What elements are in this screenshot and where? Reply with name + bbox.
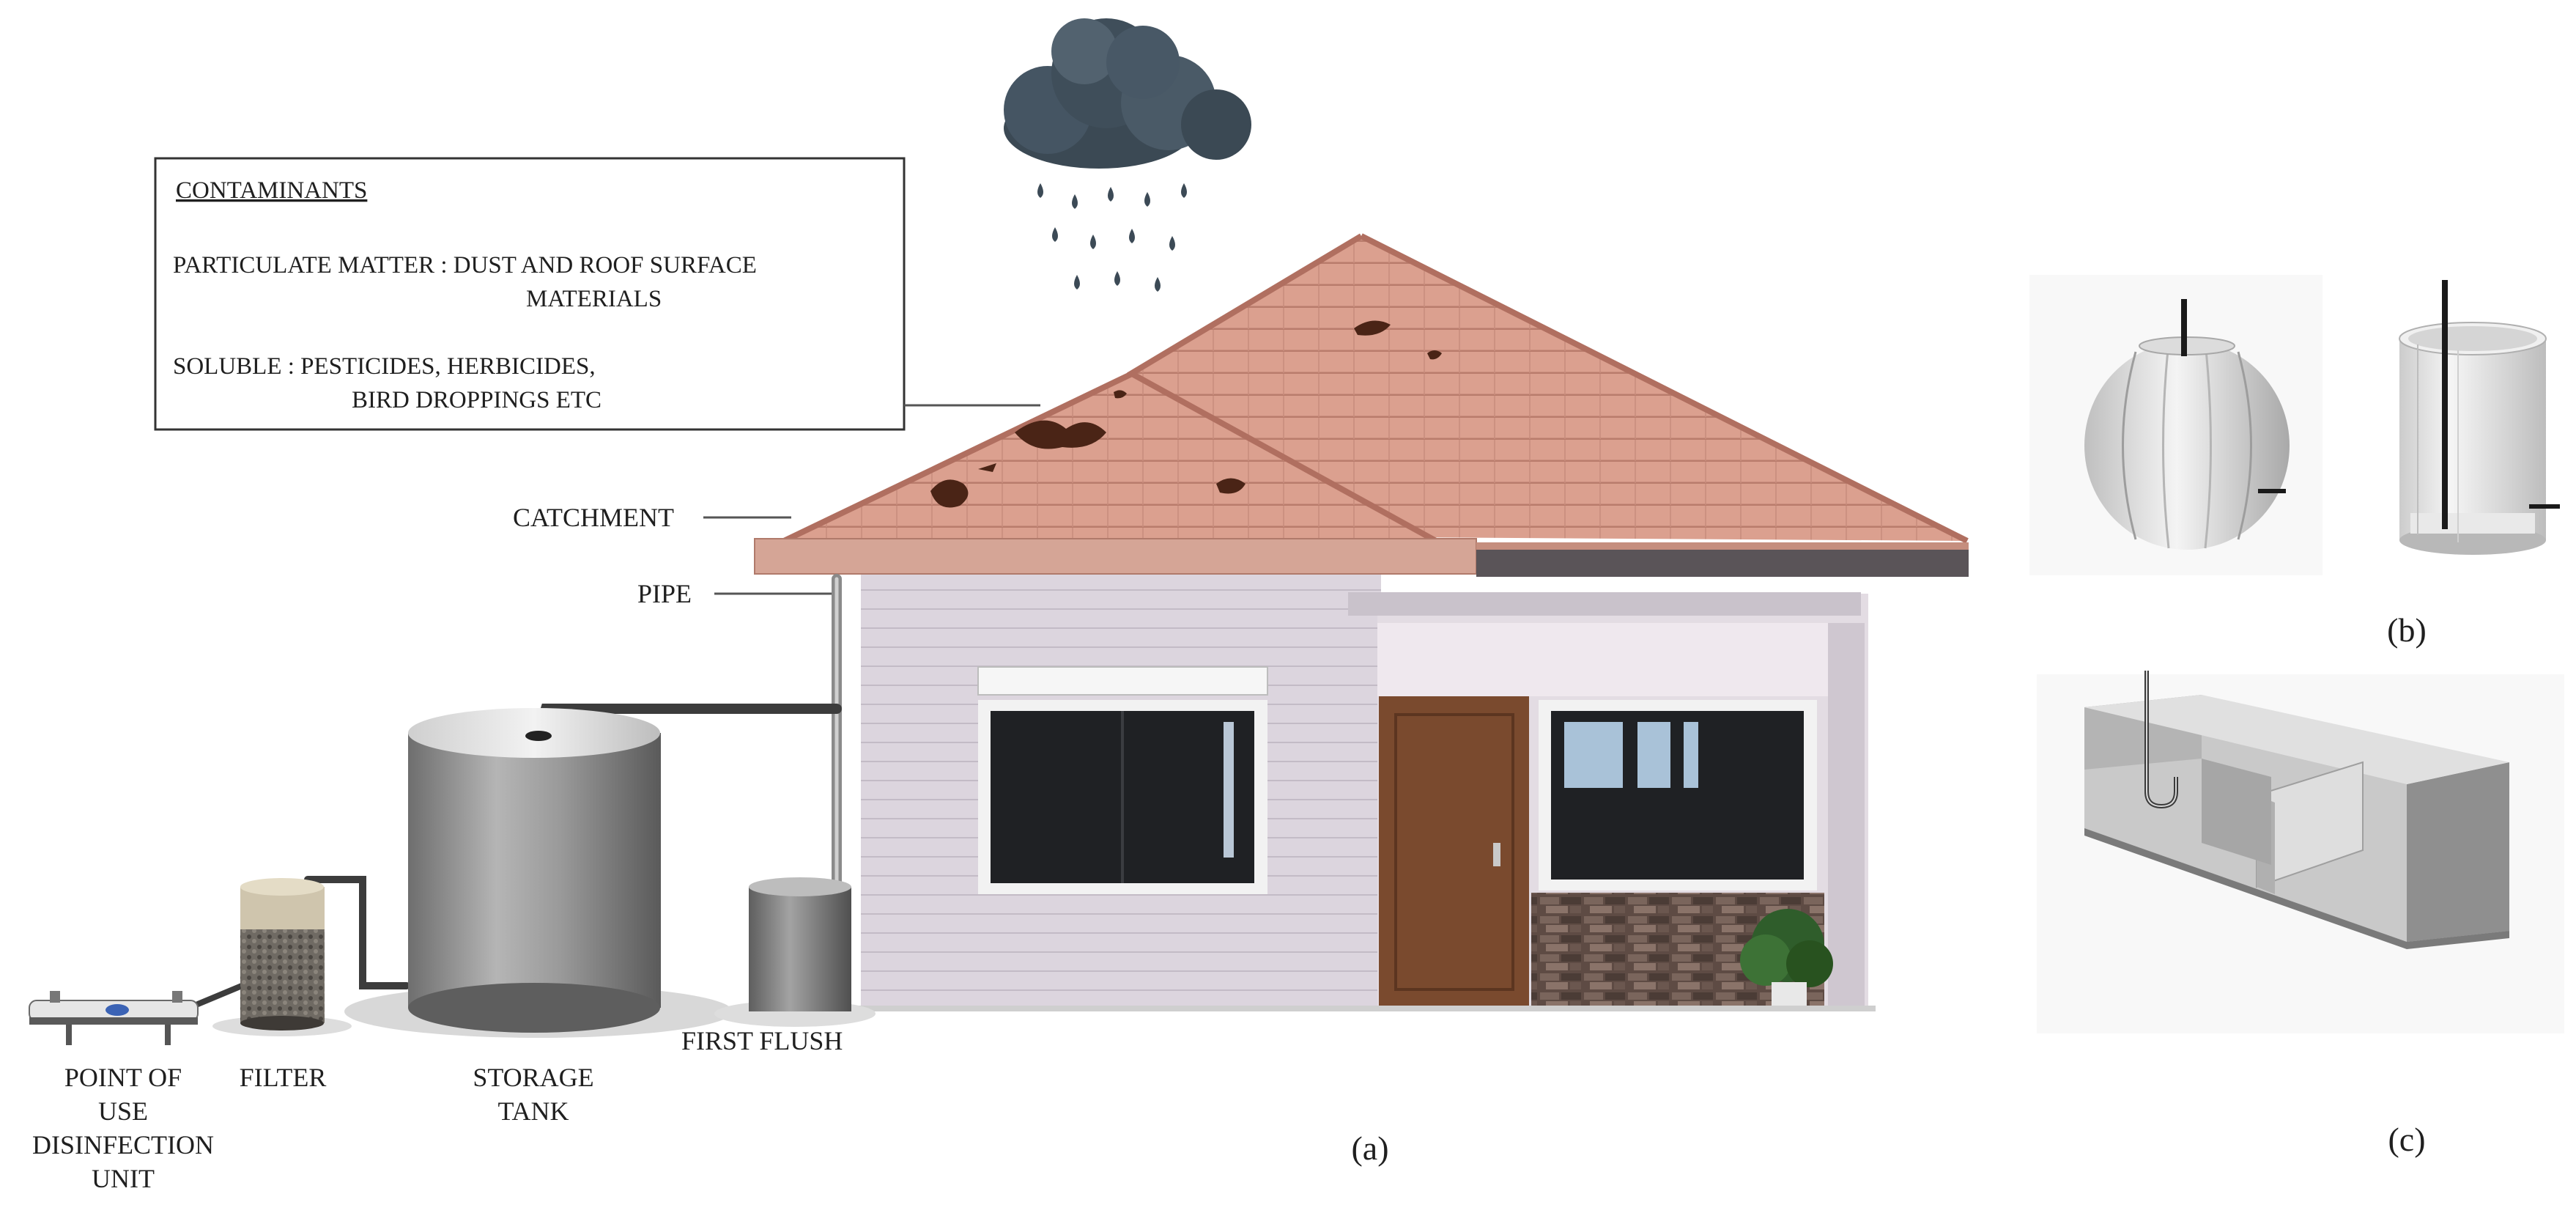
front-door (1379, 696, 1529, 1008)
panel-label-c: (c) (2388, 1121, 2425, 1158)
house (850, 572, 1876, 1011)
label-pou-4: UNIT (92, 1164, 155, 1193)
panel-b-tanks: (b) (2029, 275, 2560, 649)
cylindrical-tank (2399, 280, 2560, 555)
pou-disinfection-unit (29, 991, 199, 1045)
label-storage-tank-2: TANK (497, 1096, 569, 1126)
rectangular-baffled-tank (2084, 671, 2509, 949)
roof-catchment (754, 233, 1969, 577)
label-storage-tank-1: STORAGE (473, 1063, 593, 1092)
label-filter: FILTER (240, 1063, 327, 1092)
rain-cloud-icon (1004, 18, 1251, 169)
label-pou-3: DISINFECTION (32, 1130, 214, 1159)
label-catchment: CATCHMENT (513, 503, 674, 532)
contaminants-box: CONTAMINANTS PARTICULATE MATTER : DUST A… (154, 157, 1040, 431)
filter-unit (212, 878, 352, 1036)
soluble-line-2: BIRD DROPPINGS ETC (352, 387, 602, 413)
particulate-line-1: PARTICULATE MATTER : DUST AND ROOF SURFA… (173, 252, 757, 279)
first-flush-tank (714, 877, 876, 1027)
label-pou-1: POINT OF (64, 1063, 182, 1092)
contaminants-heading: CONTAMINANTS (176, 177, 367, 204)
soluble-line-1: SOLUBLE : PESTICIDES, HERBICIDES, (173, 353, 596, 380)
panel-label-b: (b) (2387, 611, 2427, 649)
spherical-tank (2084, 299, 2290, 550)
label-first-flush: FIRST FLUSH (681, 1026, 843, 1055)
panel-c-tank: (c) (2037, 671, 2564, 1158)
label-pipe: PIPE (637, 579, 692, 608)
panel-a-labels: CATCHMENT PIPE FIRST FLUSH STORAGE TANK … (32, 503, 1389, 1193)
label-pou-2: USE (98, 1096, 148, 1126)
raindrops-icon (1037, 183, 1187, 292)
particulate-line-2: MATERIALS (526, 286, 662, 312)
storage-tank (344, 708, 733, 1038)
panel-label-a: (a) (1351, 1129, 1388, 1167)
